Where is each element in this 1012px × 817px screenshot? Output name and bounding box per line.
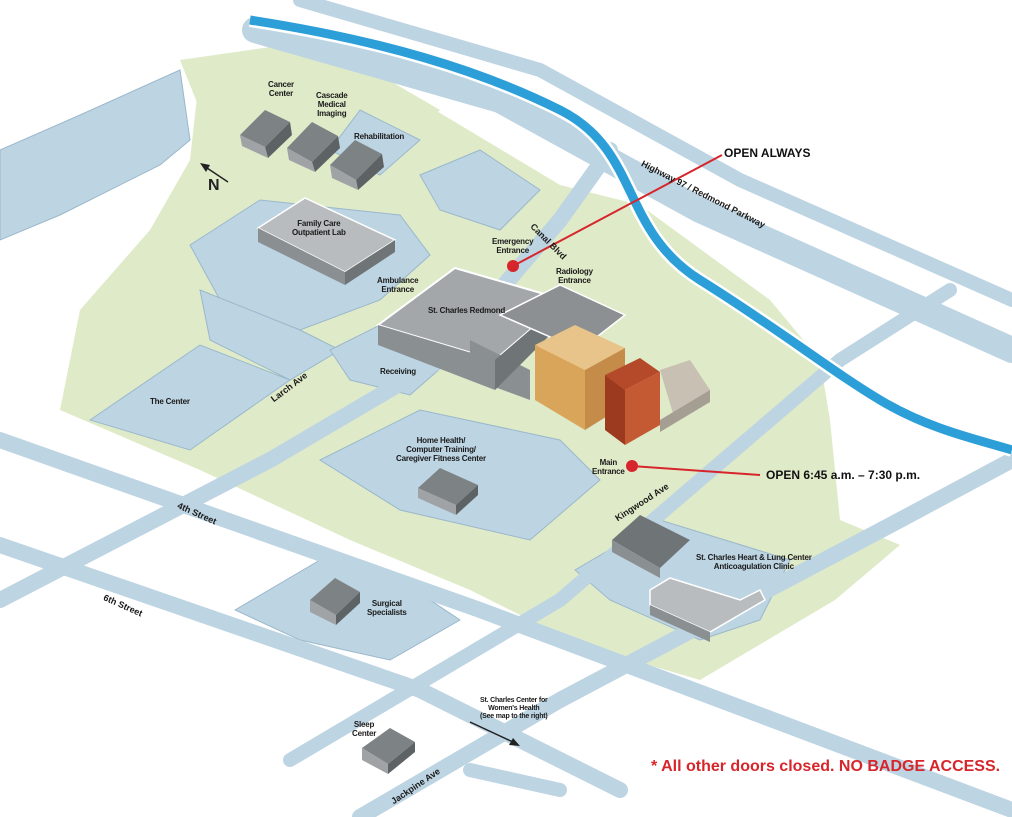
- cascade-imaging-label: Cascade Medical Imaging: [316, 91, 348, 118]
- emergency-entrance-label: Emergency Entrance: [492, 237, 534, 255]
- main-entrance-label: Main Entrance: [592, 458, 625, 476]
- sleep-center-building: [362, 728, 415, 774]
- st-charles-redmond-label: St. Charles Redmond: [428, 306, 506, 315]
- cascade-imaging-building: [287, 122, 340, 172]
- north-arrow-icon: [203, 165, 229, 183]
- callout-dot-main: [626, 460, 638, 472]
- the-center-label: The Center: [150, 397, 190, 406]
- rehabilitation-building: [330, 140, 384, 190]
- cancer-center-building: [240, 110, 292, 158]
- receiving-label: Receiving: [380, 367, 416, 376]
- river-water: [249, 15, 1012, 455]
- north-arrowhead-icon: [200, 163, 210, 172]
- womens-health-arrowhead-icon: [509, 738, 520, 746]
- home-health-label: Home Health/ Computer Training/ Caregive…: [396, 436, 486, 463]
- north-label: N: [208, 177, 220, 194]
- cancer-center-label: Cancer Center: [268, 80, 294, 98]
- heart-lung-label: St. Charles Heart & Lung Center Anticoag…: [696, 553, 812, 571]
- family-care-building: [256, 197, 397, 285]
- sleep-center-label: Sleep Center: [352, 720, 377, 738]
- home-health-building: [418, 468, 478, 515]
- heart-lung-building: [612, 515, 766, 642]
- surgical-specialists-label: Surgical Specialists: [367, 599, 407, 617]
- doors-closed-notice: * All other doors closed. NO BADGE ACCES…: [651, 758, 1001, 775]
- buildings: [240, 110, 766, 774]
- womens-health-arrow-icon: [469, 721, 516, 744]
- st-charles-redmond-building: [375, 266, 627, 400]
- family-care-label: Family Care Outpatient Lab: [292, 219, 346, 237]
- callout-dot-emergency: [507, 260, 519, 272]
- womens-health-label: St. Charles Center for Women's Health (S…: [480, 697, 548, 720]
- open-hours-callout: OPEN 6:45 a.m. – 7:30 p.m.: [766, 468, 921, 482]
- callout-line-emergency: [512, 154, 723, 267]
- ambulance-entrance-label: Ambulance Entrance: [377, 276, 419, 294]
- radiology-entrance-label: Radiology Entrance: [556, 267, 593, 285]
- rehabilitation-label: Rehabilitation: [354, 132, 405, 141]
- surgical-building: [310, 578, 360, 625]
- open-always-callout: OPEN ALWAYS: [724, 146, 811, 160]
- hospital-new-wing: [535, 325, 710, 445]
- callout-line-main: [631, 465, 761, 476]
